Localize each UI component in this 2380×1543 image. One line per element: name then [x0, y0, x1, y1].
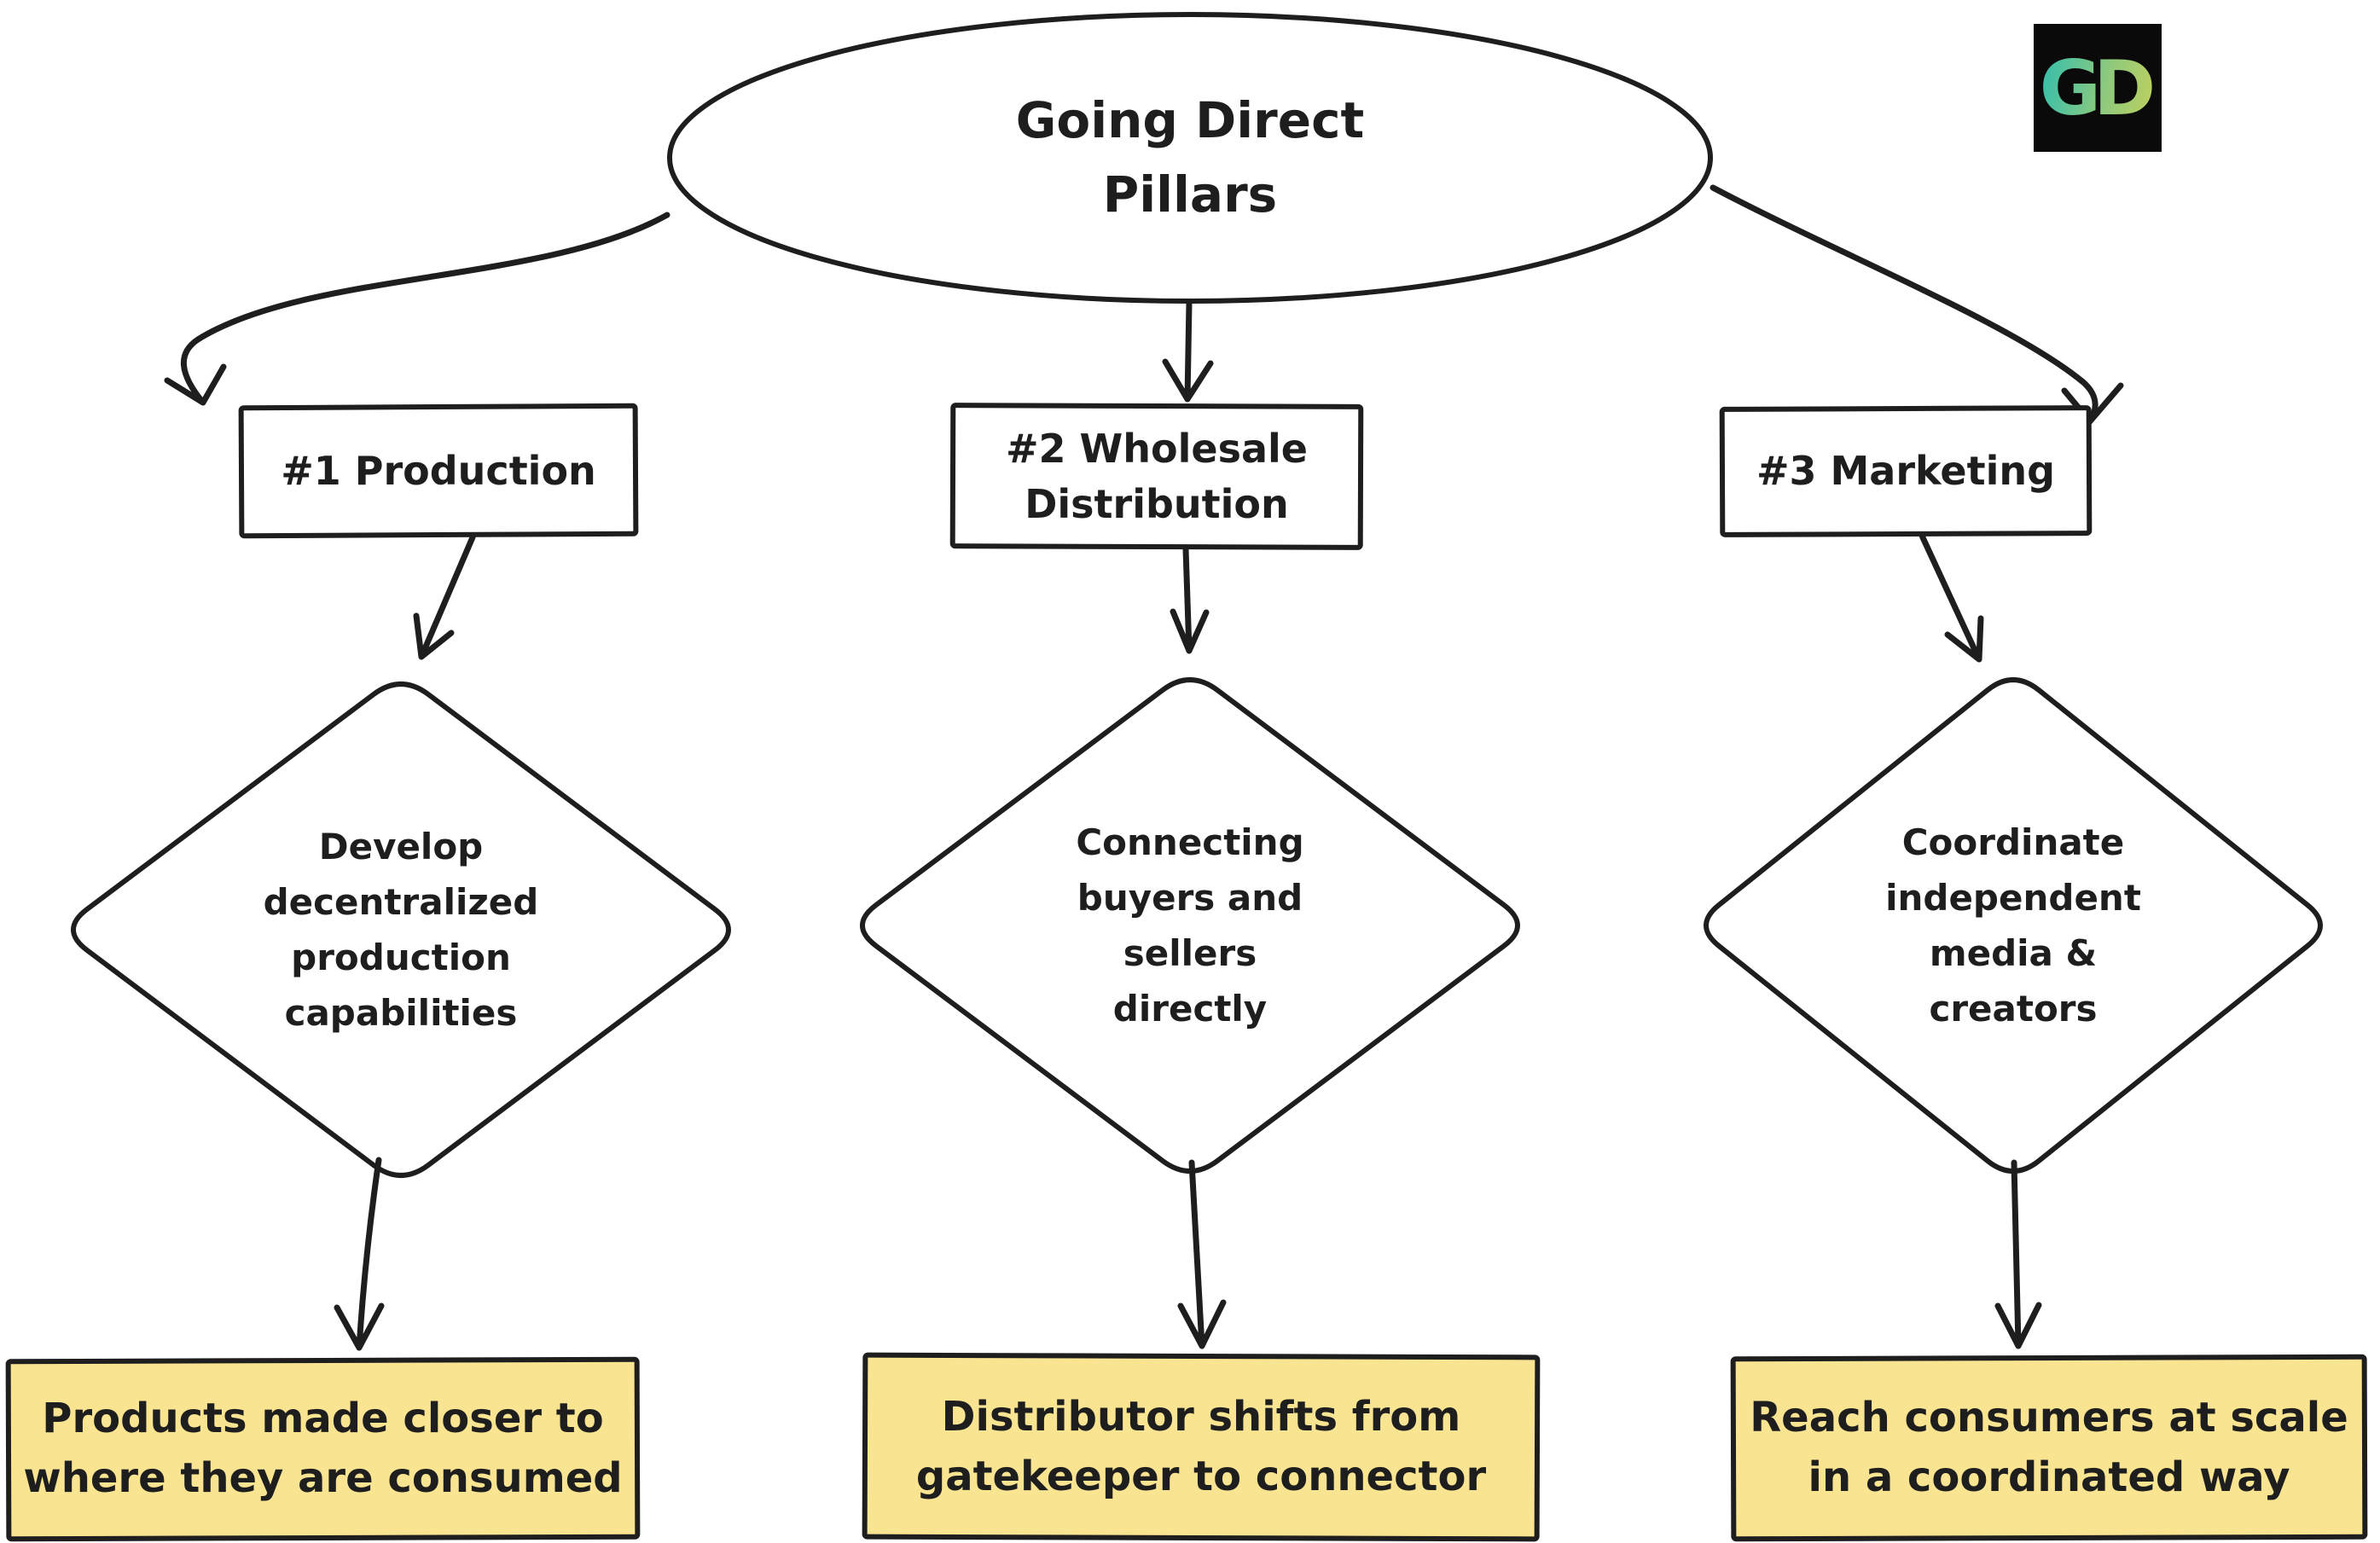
production-box-shape [238, 403, 639, 539]
wholesale-diamond-shape [860, 677, 1520, 1174]
wholesale-box-shape [949, 403, 1364, 550]
arrow-ellipse-to-marketing [1710, 184, 2124, 425]
arrow-ellipse-to-production [164, 212, 670, 406]
arrow-production-to-diamond [413, 534, 476, 660]
production-outcome-box-shape [5, 1356, 641, 1542]
arrow-marketing-to-diamond [1919, 532, 1984, 663]
wholesale-outcome-box-shape [862, 1352, 1541, 1542]
arrow-diamond-to-marketing-outcome [1994, 1159, 2042, 1349]
marketing-outcome-box-shape [1730, 1354, 2368, 1542]
marketing-diamond-shape [1704, 677, 2323, 1174]
arrow-diamond-to-wholesale-outcome [1177, 1159, 1227, 1349]
marketing-box-shape [1719, 405, 2093, 537]
gd-logo-text: GD [2040, 44, 2157, 132]
gd-logo: GD [2034, 24, 2162, 152]
arrow-diamond-to-production-outcome [334, 1157, 385, 1351]
pillars-ellipse-shape [667, 12, 1713, 304]
arrow-wholesale-to-diamond [1170, 546, 1210, 654]
production-diamond-shape [71, 682, 731, 1178]
arrow-ellipse-to-wholesale [1162, 299, 1214, 403]
